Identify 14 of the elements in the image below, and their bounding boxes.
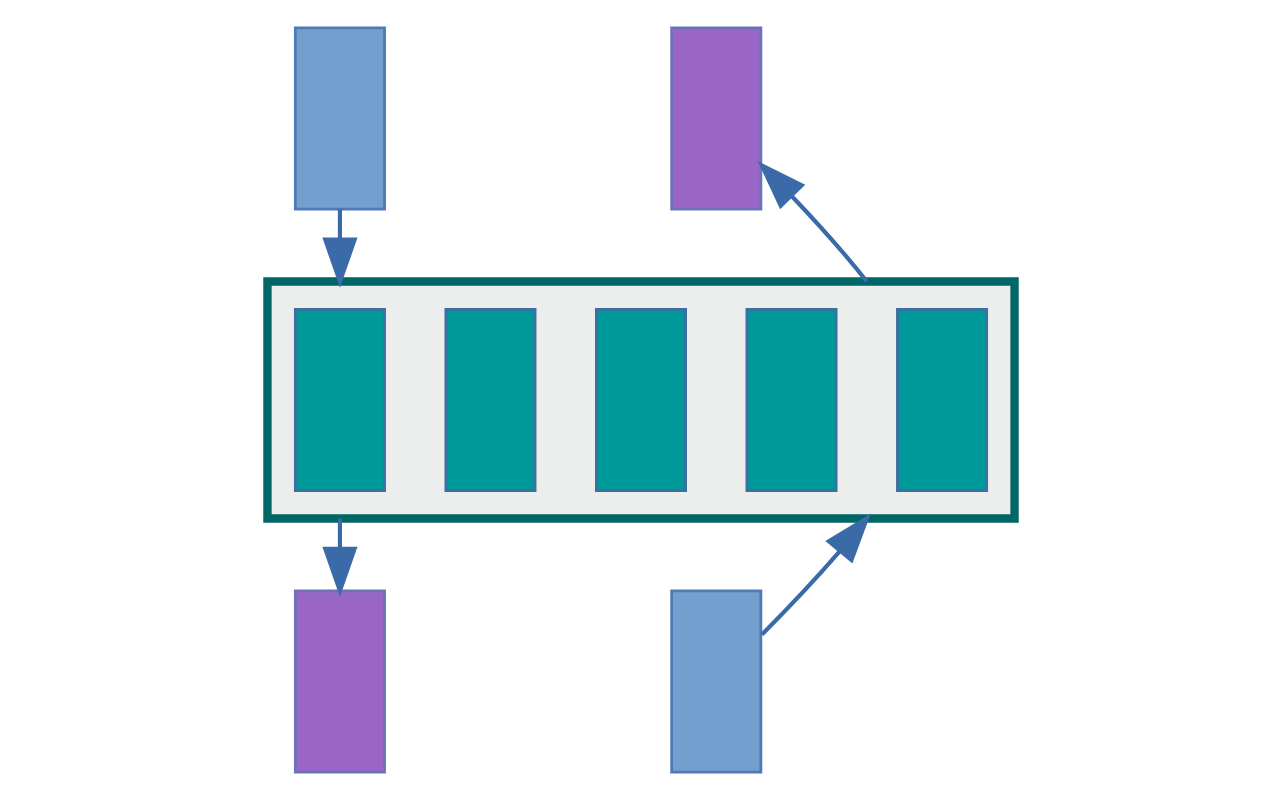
node-box [744, 308, 837, 492]
arrow [321, 209, 357, 288]
node-box [669, 589, 762, 774]
arrow [756, 161, 868, 283]
cluster [262, 277, 1018, 523]
node-box [669, 26, 762, 211]
arrow [321, 518, 357, 597]
node-box [292, 589, 385, 774]
node-box [895, 308, 988, 492]
node-box [292, 26, 385, 211]
arrow [759, 513, 870, 636]
node-box [292, 308, 385, 492]
node-box [594, 308, 686, 492]
node-box [443, 308, 536, 492]
